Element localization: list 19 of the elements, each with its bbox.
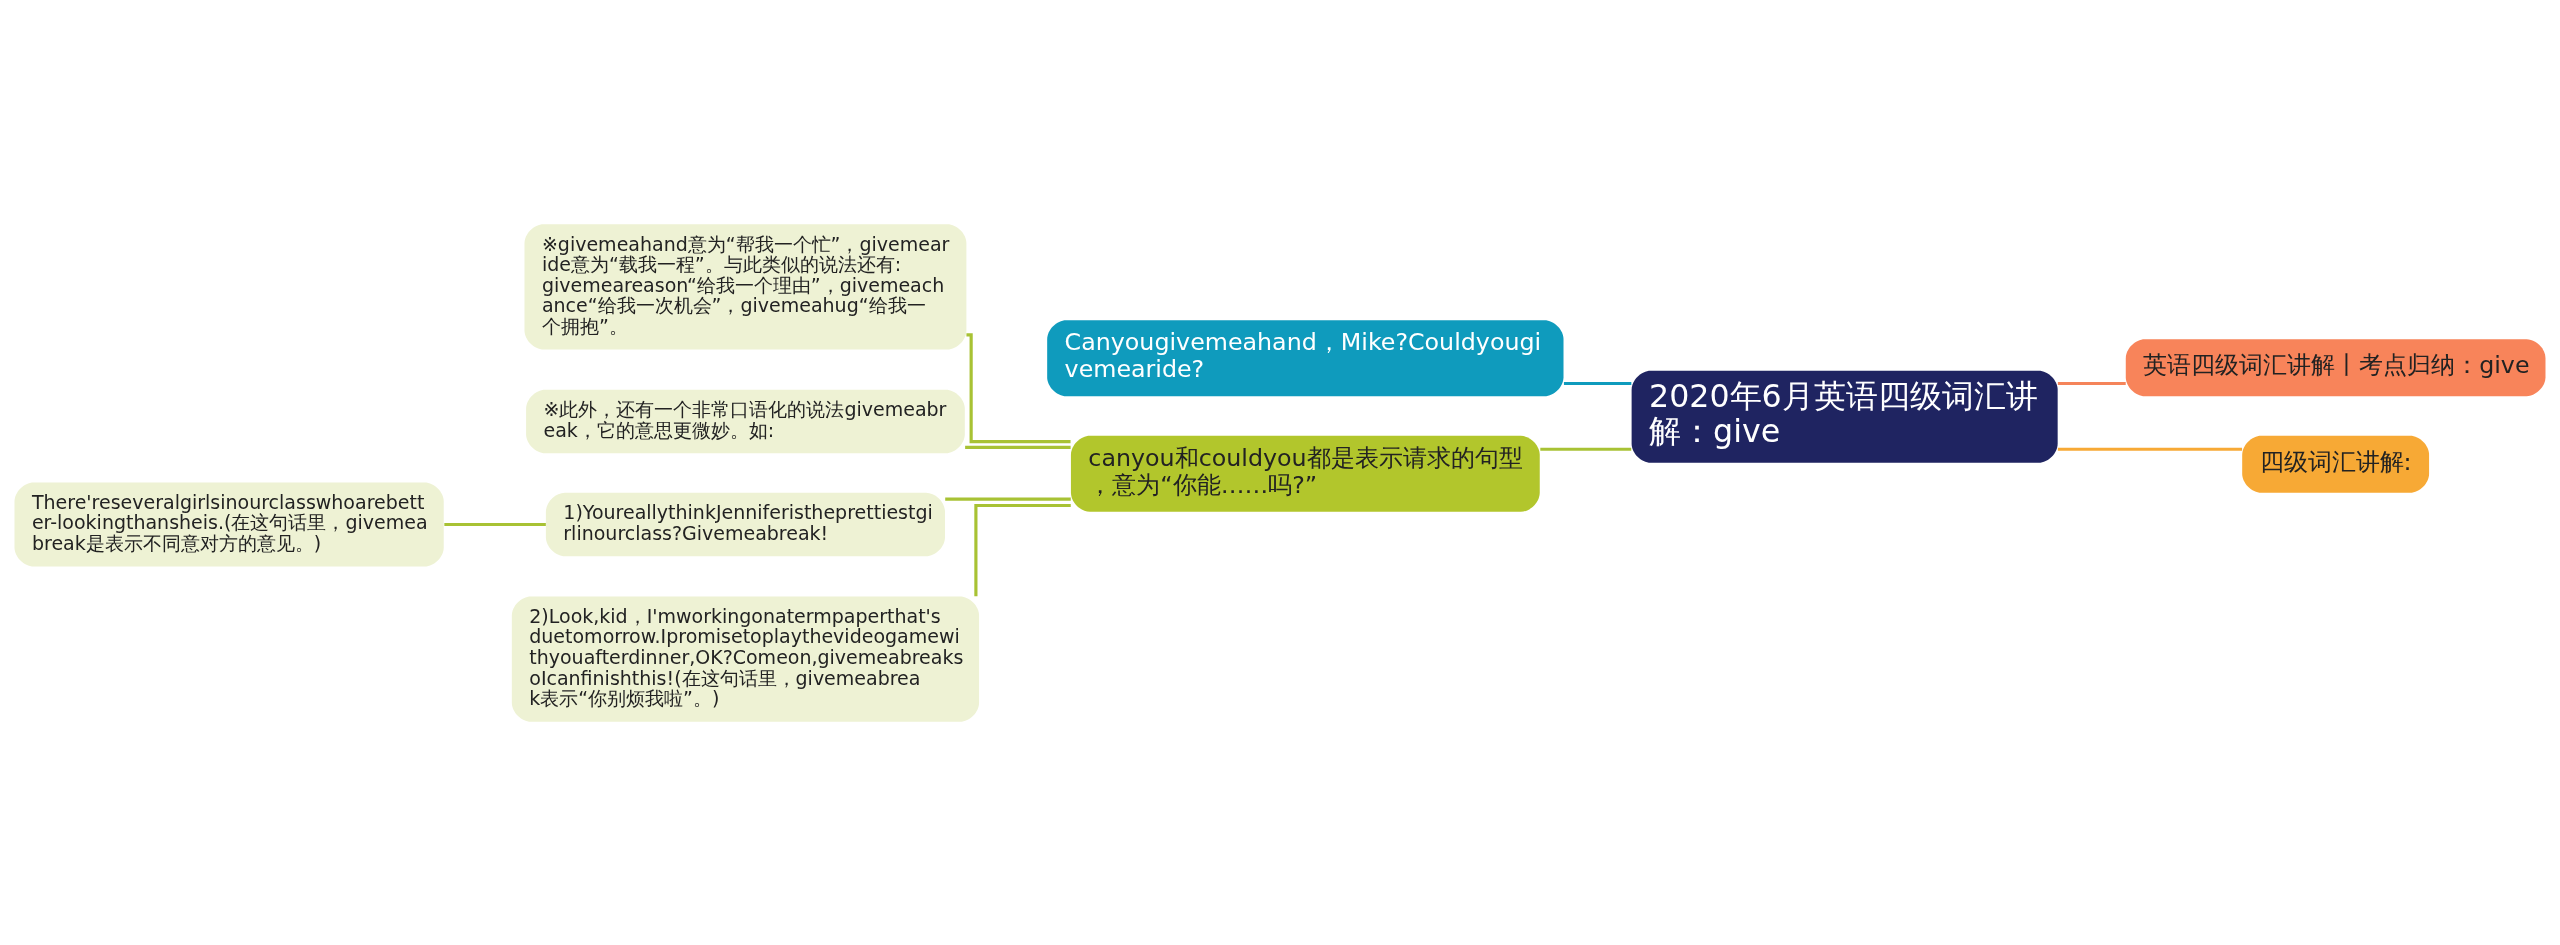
connector — [966, 332, 1071, 443]
connector — [974, 503, 1071, 596]
node-box: 英语四级词汇讲解丨考点归纳：give — [2125, 338, 2546, 396]
connector — [1563, 381, 1632, 385]
connector — [945, 497, 1071, 501]
node-box: 1)YoureallythinkJenniferistheprettiestgirlinourclass?Givemeabreak! — [545, 492, 945, 556]
node-box: ※givemeahand意为“帮我一个忙”，givemearide意为“载我一程”。与此类似的说法还有:givemeareason“给我一个理由”，givemeachance“给我一次机会”，givemeahug“给我一个拥抱”。 — [524, 223, 967, 349]
connector — [1540, 447, 1632, 451]
node-box: 四级词汇讲解: — [2242, 435, 2430, 493]
node-box: There'reseveralgirlsinourclasswhoarebetter-lookingthansheis.(在这句话里，givemeabreak是表示不同意对方的意见。) — [14, 482, 444, 566]
node-box: Canyougivemeahand，Mike?Couldyougivemearide? — [1047, 319, 1564, 396]
node-box: 2)Look,kid，I'mworkingonatermpaperthat'sduetomorrow.Ipromisetoplaythevideogamewithyouafterdinner,OK?Comeon,givemeabreaksoIcanfinishthis!(在这句话里，givemeabreak表示“你别烦我啦”。) — [511, 596, 980, 722]
connector — [2057, 447, 2243, 451]
node-box: 2020年6月英语四级词汇讲解：give — [1631, 370, 2058, 463]
connector — [965, 445, 1071, 449]
connector — [444, 522, 546, 526]
connector — [2057, 381, 2126, 385]
node-box: ※此外，还有一个非常口语化的说法givemeabreak，它的意思更微妙。如: — [526, 389, 965, 453]
node-box: canyou和couldyou都是表示请求的句型，意为“你能……吗?” — [1070, 435, 1540, 512]
